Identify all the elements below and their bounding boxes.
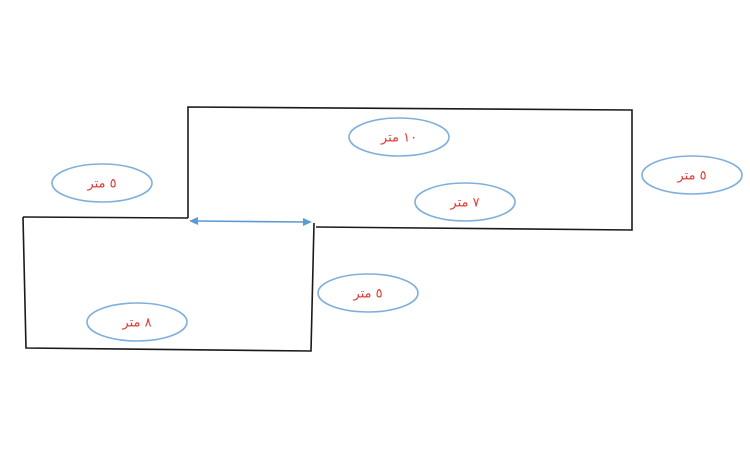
label-upper-step-height-text: ٥ متر <box>86 177 116 192</box>
label-top-bottom-width: ٧ متر <box>414 182 516 222</box>
label-top-bottom-width-text: ٧ متر <box>449 196 479 211</box>
label-top-width: ١٠ متر <box>348 117 450 157</box>
label-top-width-text: ١٠ متر <box>380 131 417 146</box>
arrow-head-right <box>303 218 312 226</box>
arrow-head-left <box>189 217 198 225</box>
label-right-height-text: ٥ متر <box>676 169 706 184</box>
lower-section-outline <box>22 216 189 219</box>
label-right-height: ٥ متر <box>641 155 743 195</box>
label-bottom-width-text: ٨ متر <box>121 316 151 331</box>
lower-left-wall <box>22 216 315 352</box>
label-upper-step-height: ٥ متر <box>51 163 153 203</box>
gap-dimension-arrow <box>189 217 312 226</box>
label-bottom-width: ٨ متر <box>86 302 188 342</box>
upper-section-outline <box>187 106 633 231</box>
label-lower-right-height: ٥ متر <box>317 273 419 313</box>
label-lower-right-height-text: ٥ متر <box>352 287 382 302</box>
